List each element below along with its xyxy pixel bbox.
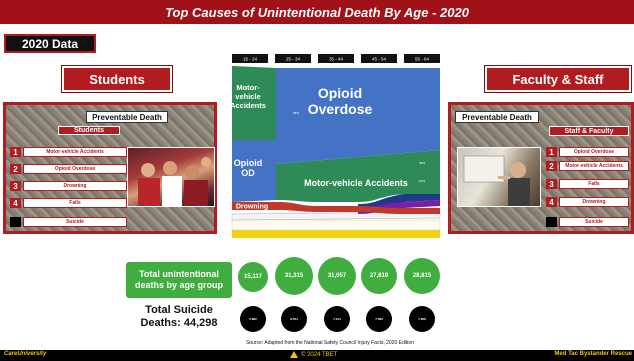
rank-label: Opioid Overdose (559, 147, 629, 157)
copyright-text: © 2024 TBET (301, 351, 338, 358)
crowd-image (138, 157, 211, 206)
rank-number: 3 (10, 181, 21, 191)
students-rank-suicide: Suicide (10, 217, 127, 227)
faculty-rank-suicide: Suicide (546, 217, 629, 227)
rank-label: Suicide (559, 217, 629, 227)
students-panel: Preventable Death Students 1 Motor-vehic… (3, 102, 217, 234)
opioid-overdose-band (276, 68, 440, 164)
rank-label: Drowning (23, 181, 127, 191)
students-header[interactable]: Students (62, 66, 172, 92)
rank-label: Suicide (23, 217, 127, 227)
faculty-header[interactable]: Faculty & Staff (485, 66, 631, 92)
faculty-rank-1: 1 Opioid Overdose (546, 147, 629, 157)
motor-vehicle-accidents-band (276, 150, 440, 202)
total-circle-45-54: 27,819 (361, 258, 397, 294)
age-label: 25 - 34 (286, 57, 301, 62)
age-tab-55-64 (404, 54, 440, 63)
rank-label: Motor-vehicle Accidents (559, 161, 629, 171)
age-label: 55 - 64 (415, 57, 430, 62)
percent-label: 16% (419, 179, 425, 183)
total-circle-35-44: 31,057 (318, 257, 356, 295)
percent-label: 38% (293, 111, 299, 115)
footer-copyright: © 2024 TBET (290, 351, 337, 358)
suicide-total-label: Total Suicide Deaths: 44,298 (140, 304, 218, 330)
rank-number: 4 (546, 197, 557, 207)
cause-flow-chart: 15 - 24 25 - 34 35 - 44 45 - 54 55 - 64 … (230, 54, 441, 238)
rank-label: Motor-vehicle Accidents (23, 147, 127, 157)
suicide-circle-15-24: 5,882 (240, 306, 266, 332)
rank-label: Drowning (559, 197, 629, 207)
faculty-rank-4: 4 Drowning (546, 197, 629, 207)
age-tab-15-24 (232, 54, 268, 63)
rank-number (10, 217, 21, 227)
faculty-panel-title: Preventable Death (455, 111, 539, 123)
rank-number (546, 217, 557, 227)
suicide-circle-25-34: 8,454 (281, 306, 307, 332)
students-rank-4: 4 Falls (10, 198, 127, 208)
rank-label: Opioid Overdose (23, 164, 127, 174)
footer-program: Med Tac Bystander Rescue (554, 351, 632, 357)
age-tab-45-54 (361, 54, 397, 63)
source-note: Source: Adapted from the National Safety… (246, 340, 414, 346)
ribbon-blue (358, 192, 440, 210)
page-title: Top Causes of Unintentional Death By Age… (165, 4, 469, 20)
faculty-rank-2: 2 Motor-vehicle Accidents (546, 161, 629, 171)
total-circle-25-34: 31,315 (275, 257, 313, 295)
rank-number: 2 (546, 161, 557, 171)
motor-vehicle-band (232, 66, 276, 140)
motor-vehicle-accidents-label: Motor-vehicle Accidents (304, 178, 408, 188)
presenter-image (463, 155, 530, 206)
title-bar: Top Causes of Unintentional Death By Age… (0, 0, 634, 24)
footer-bar: CareUniversity © 2024 TBET Med Tac Bysta… (0, 350, 634, 361)
rank-label: Falls (23, 198, 127, 208)
students-rank-2: 2 Opioid Overdose (10, 164, 127, 174)
suicide-circle-45-54: 7,586 (366, 306, 392, 332)
students-photo (127, 147, 215, 207)
rank-number: 1 (546, 147, 557, 157)
age-label: 15 - 24 (243, 57, 258, 62)
faculty-rank-3: 3 Falls (546, 179, 629, 189)
total-circle-55-64: 28,815 (404, 258, 440, 294)
drowning-label: Drowning (236, 204, 268, 211)
total-circle-15-24: 15,117 (238, 262, 268, 292)
faculty-panel: Preventable Death Staff & Faculty 1 Opio… (448, 102, 634, 234)
age-tab-35-44 (318, 54, 354, 63)
yellow-band (232, 230, 440, 238)
total-deaths-label: Total unintentional deaths by age group (126, 262, 232, 298)
age-label: 45 - 54 (372, 57, 387, 62)
students-rank-3: 3 Drowning (10, 181, 127, 191)
percent-label: 36% (419, 161, 425, 165)
students-panel-sub: Students (58, 126, 120, 135)
faculty-panel-sub: Staff & Faculty (549, 126, 629, 136)
rank-number: 1 (10, 147, 21, 157)
rank-label: Falls (559, 179, 629, 189)
year-badge: 2020 Data (4, 34, 96, 53)
footer-brand: CareUniversity (4, 351, 47, 357)
suicide-circle-35-44: 7,314 (324, 306, 350, 332)
faculty-photo (457, 147, 541, 207)
age-tab-25-34 (275, 54, 311, 63)
rank-number: 2 (10, 164, 21, 174)
rank-number: 4 (10, 198, 21, 208)
students-rank-1: 1 Motor-vehicle Accidents (10, 147, 127, 157)
suicide-circle-55-64: 7,968 (409, 306, 435, 332)
rank-number: 3 (546, 179, 557, 189)
age-label: 35 - 44 (329, 57, 344, 62)
drowning-band (232, 202, 440, 214)
other-band (231, 219, 441, 231)
students-panel-title: Preventable Death (86, 111, 168, 123)
opioid-od-band (232, 140, 276, 202)
warning-icon (290, 351, 298, 358)
